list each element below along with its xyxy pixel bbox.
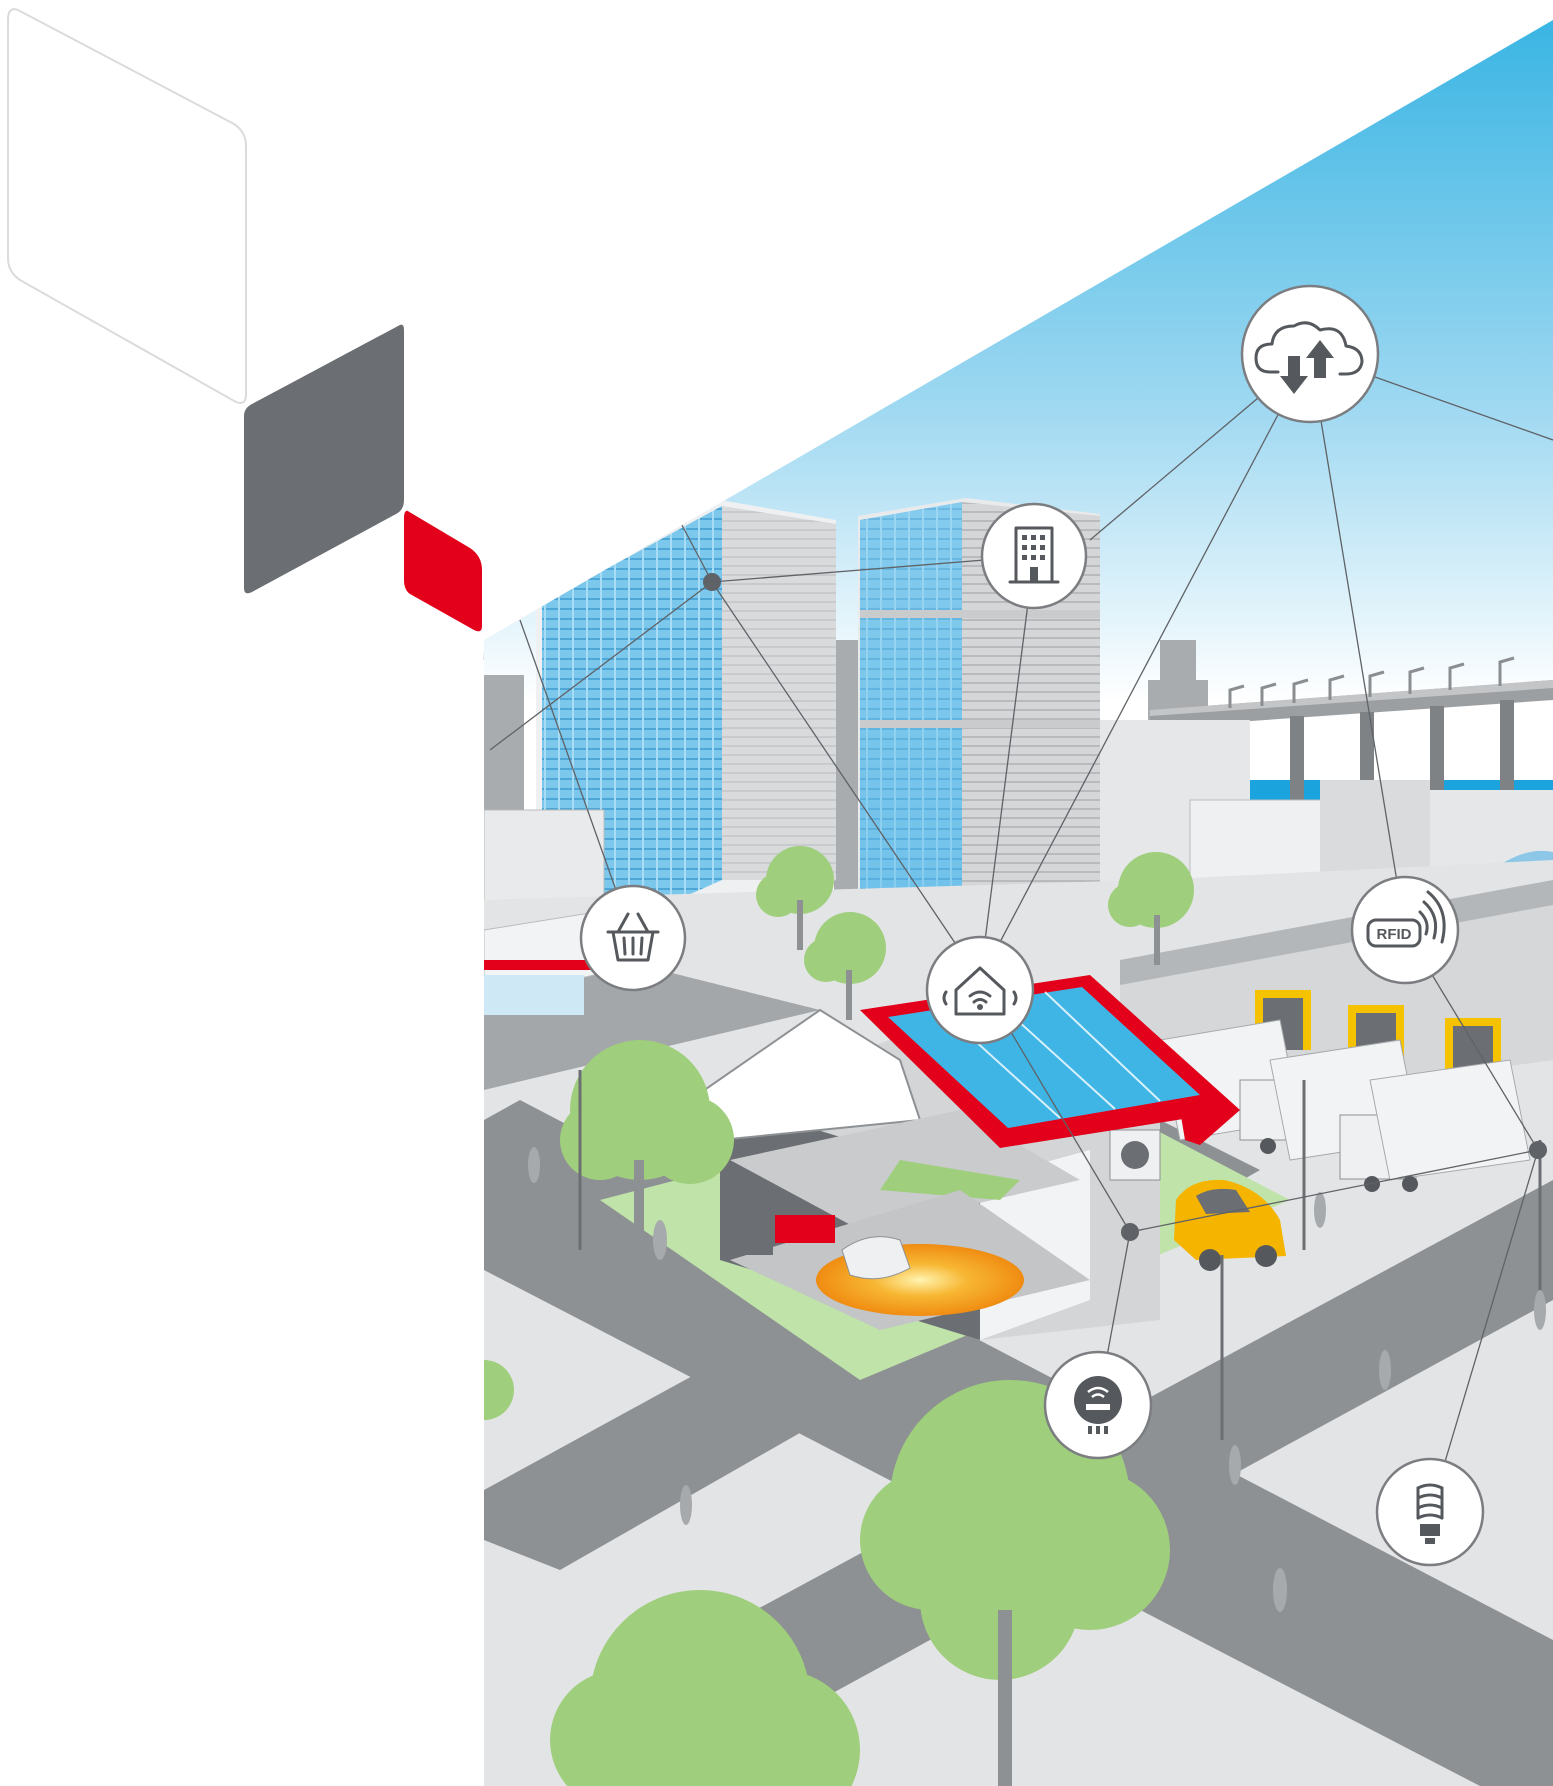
hub-cloud[interactable] bbox=[1240, 284, 1380, 424]
smart-meter-icon bbox=[1074, 1376, 1122, 1434]
tree bbox=[484, 1360, 514, 1420]
smart-house bbox=[688, 975, 1240, 1340]
hub-rfid[interactable]: RFID bbox=[1350, 875, 1460, 985]
rfid-icon: RFID bbox=[1366, 890, 1446, 948]
energy-saving-lamp-icon bbox=[1416, 1483, 1444, 1544]
delivery-trucks bbox=[1159, 1019, 1531, 1192]
tree bbox=[550, 1590, 860, 1786]
building-icon bbox=[1008, 526, 1060, 584]
tree bbox=[1108, 852, 1194, 965]
glass-tower-left bbox=[536, 500, 836, 960]
trees bbox=[484, 846, 1194, 1786]
hub-shopping[interactable] bbox=[579, 884, 687, 992]
red-hexagon bbox=[404, 509, 482, 632]
city-scene bbox=[484, 20, 1553, 1786]
decorative-hexagons bbox=[7, 8, 501, 661]
cloud-sync-icon bbox=[1254, 321, 1364, 394]
pedestrians bbox=[528, 1147, 1546, 1612]
hub-smarthome[interactable] bbox=[925, 935, 1035, 1045]
shopping-basket-icon bbox=[606, 912, 660, 962]
smart-home-icon bbox=[942, 966, 1018, 1016]
street-lamps bbox=[578, 1070, 1542, 1440]
elevated-bridge bbox=[1150, 656, 1553, 820]
glass-tower-center bbox=[858, 498, 1100, 960]
hub-meter[interactable] bbox=[1043, 1350, 1153, 1460]
rfid-label: RFID bbox=[1377, 926, 1412, 943]
hub-lamp[interactable] bbox=[1375, 1457, 1485, 1567]
tree bbox=[860, 1380, 1170, 1786]
tree bbox=[756, 846, 834, 950]
tree bbox=[804, 912, 886, 1020]
gray-hexagon bbox=[244, 324, 404, 594]
hub-building[interactable] bbox=[980, 502, 1088, 610]
outline-hexagon bbox=[7, 8, 247, 404]
electric-car bbox=[1174, 1179, 1286, 1271]
